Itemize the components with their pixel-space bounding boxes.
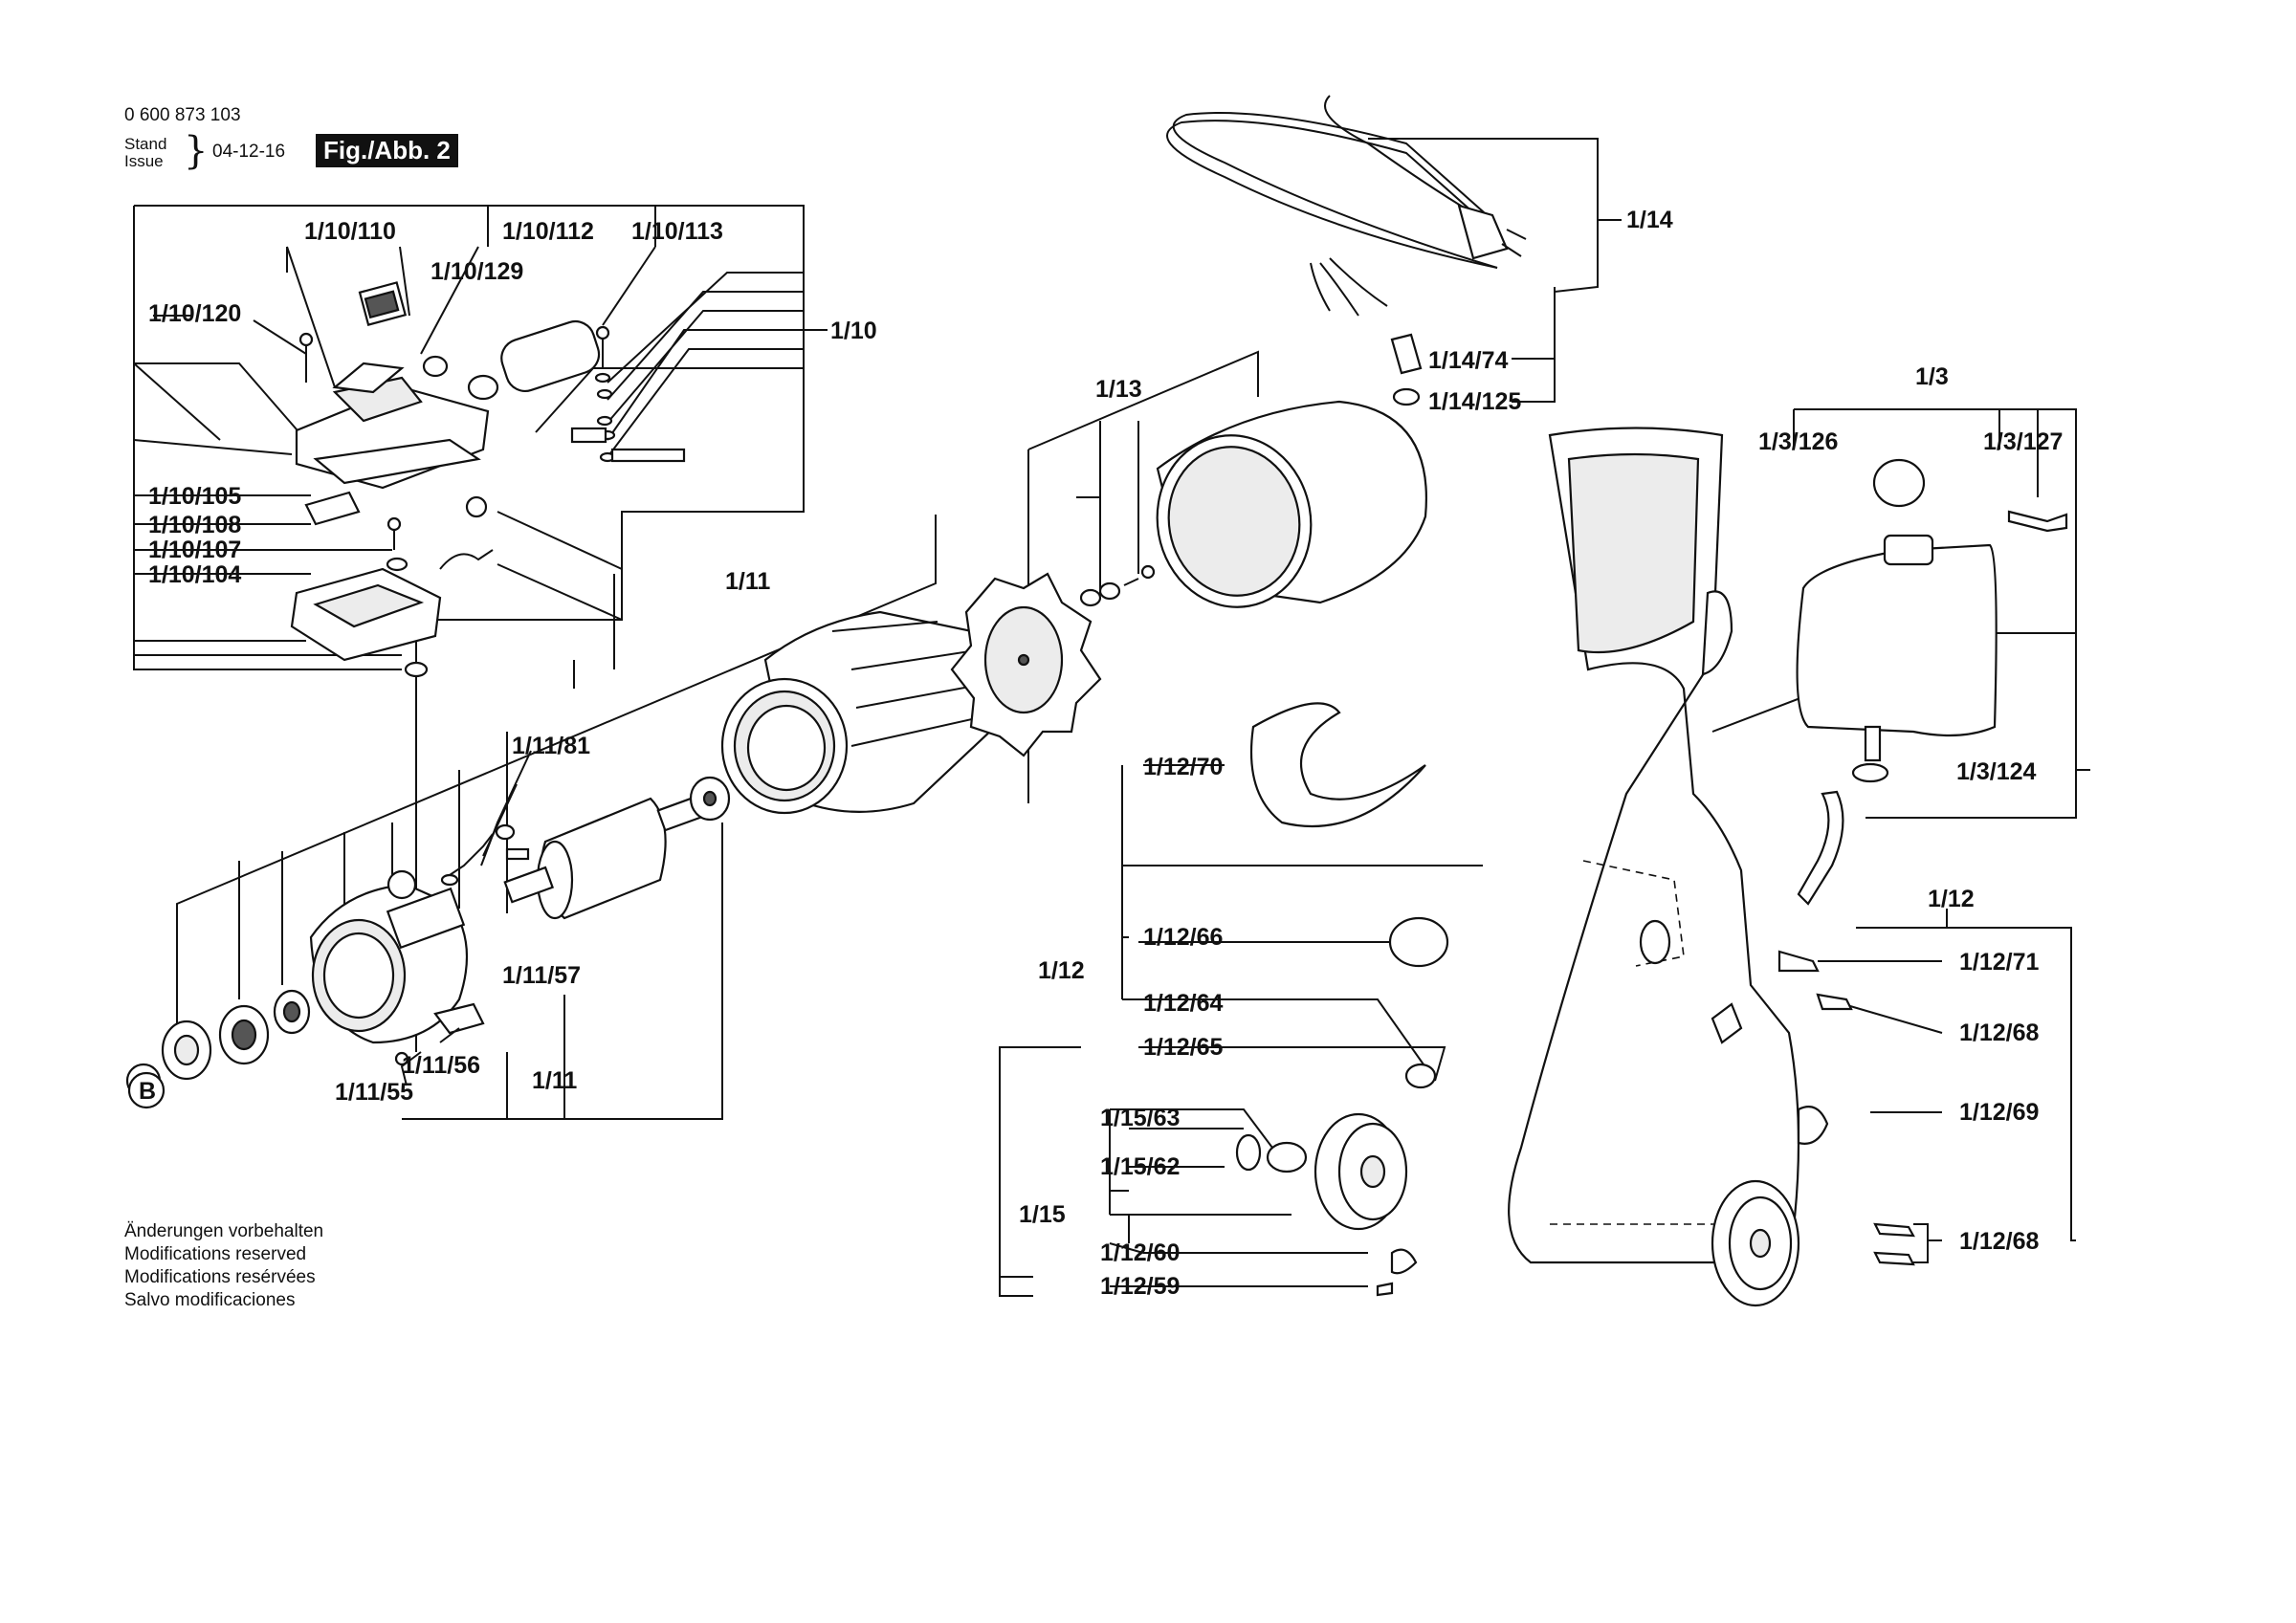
label-1-12-64: 1/12/64 — [1143, 990, 1224, 1017]
part-labels: 1/10/110 1/10/112 1/10/113 1/10/129 1/10… — [127, 207, 2063, 1300]
callout-b-circle — [127, 1071, 166, 1109]
label-1-11-bottom: 1/11 — [532, 1067, 577, 1094]
label-1-12-right: 1/12 — [1928, 886, 1975, 912]
label-1-10-120: 1/10/120 — [148, 300, 241, 327]
label-1-13: 1/13 — [1095, 376, 1142, 403]
motor-pump-assembly — [125, 400, 1427, 1099]
label-1-10-110: 1/10/110 — [304, 218, 396, 245]
label-1-15-62: 1/15/62 — [1100, 1153, 1180, 1180]
figure-badge: Fig./Abb. 2 — [316, 134, 458, 167]
issue-label: Issue — [124, 152, 164, 170]
label-b: B — [139, 1078, 156, 1105]
label-1-10-129: 1/10/129 — [430, 258, 523, 285]
label-1-3-124: 1/3/124 — [1956, 758, 2037, 785]
label-1-11-55: 1/11/55 — [335, 1079, 413, 1106]
label-1-12-70: 1/12/70 — [1143, 754, 1223, 780]
label-1-10-113: 1/10/113 — [631, 218, 723, 245]
note-en: Modifications reserved — [124, 1244, 307, 1264]
label-1-14-74: 1/14/74 — [1428, 347, 1509, 374]
housing-frame — [1249, 427, 1800, 1264]
label-1-10-108: 1/10/108 — [148, 512, 241, 538]
label-1-11-top: 1/11 — [725, 568, 770, 595]
label-1-10-104: 1/10/104 — [148, 561, 241, 588]
label-1-12-68-b: 1/12/68 — [1959, 1228, 2040, 1255]
issue-date: 04-12-16 — [212, 142, 286, 162]
label-1-12-65: 1/12/65 — [1143, 1034, 1224, 1061]
label-1-15: 1/15 — [1019, 1201, 1066, 1228]
label-1-10-105: 1/10/105 — [148, 483, 241, 510]
note-de: Änderungen vorbehalten — [124, 1221, 324, 1241]
part-number: 0 600 873 103 — [124, 105, 241, 125]
label-1-12-59: 1/12/59 — [1100, 1273, 1180, 1300]
label-1-10: 1/10 — [830, 318, 877, 344]
label-1-10-112: 1/10/112 — [502, 218, 594, 245]
label-1-11-81: 1/11/81 — [512, 733, 590, 759]
detergent-tank — [1796, 458, 2068, 906]
label-1-12-left: 1/12 — [1038, 957, 1085, 984]
label-1-3-127: 1/3/127 — [1983, 428, 2063, 455]
label-1-12-60: 1/12/60 — [1100, 1239, 1180, 1266]
label-1-11-56: 1/11/56 — [402, 1052, 480, 1079]
switch-housing-assembly — [290, 281, 686, 678]
label-1-12-71: 1/12/71 — [1959, 949, 2040, 976]
label-1-12-66: 1/12/66 — [1143, 924, 1223, 951]
wheels-and-fittings — [1235, 916, 1915, 1307]
label-1-14-125: 1/14/125 — [1428, 388, 1521, 415]
label-1-3-126: 1/3/126 — [1758, 428, 1838, 455]
label-1-15-63: 1/15/63 — [1100, 1105, 1180, 1131]
label-1-11-57: 1/11/57 — [502, 962, 581, 989]
label-1-14: 1/14 — [1626, 207, 1673, 233]
note-fr: Modifications resérvées — [124, 1267, 316, 1287]
label-1-3: 1/3 — [1915, 363, 1949, 390]
label-1-12-69: 1/12/69 — [1959, 1099, 2039, 1126]
label-1-12-68-a: 1/12/68 — [1959, 1020, 2040, 1046]
label-1-10-107: 1/10/107 — [148, 537, 241, 563]
stand-label: Stand — [124, 135, 167, 153]
issue-brace: } — [184, 129, 209, 173]
note-es: Salvo modificaciones — [124, 1290, 296, 1310]
power-cord — [1166, 95, 1527, 406]
